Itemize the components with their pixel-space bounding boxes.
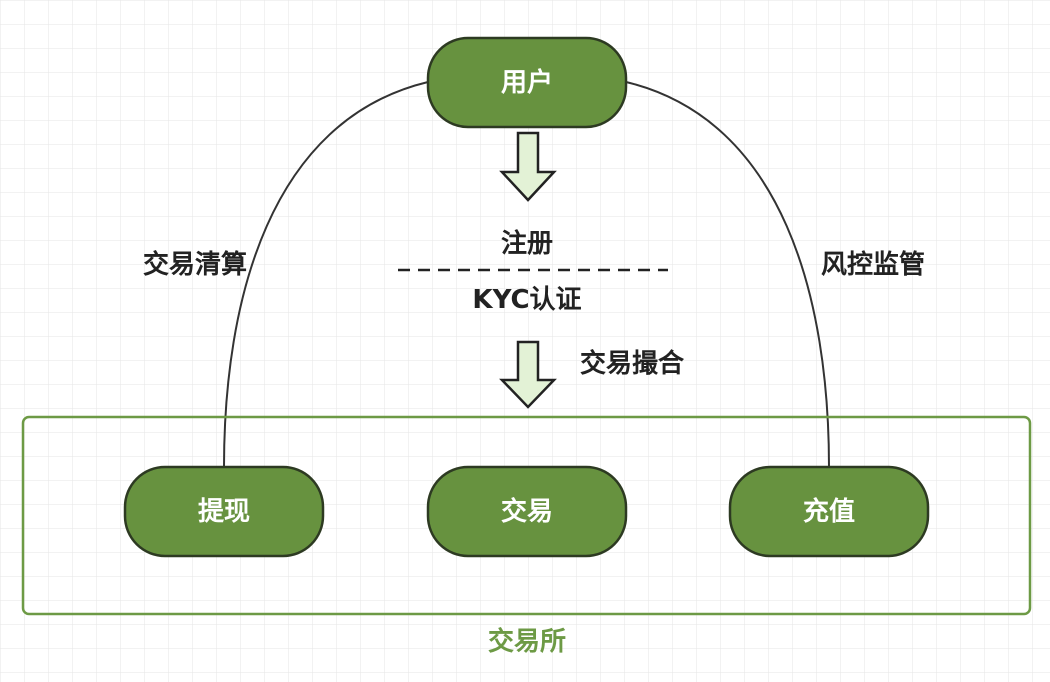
matching-label: 交易撮合 [580, 348, 685, 379]
exchange-container [21, 415, 1032, 616]
node-deposit-label: 充值 [803, 496, 855, 527]
edge-right [625, 81, 830, 468]
edge-left-label: 交易清算 [143, 249, 247, 280]
node-user[interactable]: 用户 [426, 36, 628, 129]
edge-left [223, 81, 429, 468]
register-label: 注册 [501, 228, 553, 259]
node-deposit[interactable]: 充值 [728, 465, 930, 558]
arrow-down-icon [499, 131, 557, 202]
node-user-label: 用户 [501, 67, 553, 98]
container-label: 交易所 [488, 626, 566, 657]
kyc-label: KYC认证 [472, 285, 581, 315]
node-withdraw-label: 提现 [198, 497, 250, 527]
node-withdraw[interactable]: 提现 [123, 465, 325, 558]
node-trade-label: 交易 [501, 496, 553, 527]
node-trade[interactable]: 交易 [426, 465, 628, 558]
edge-right-label: 风控监管 [821, 250, 925, 280]
arrow-down-icon [499, 340, 557, 409]
